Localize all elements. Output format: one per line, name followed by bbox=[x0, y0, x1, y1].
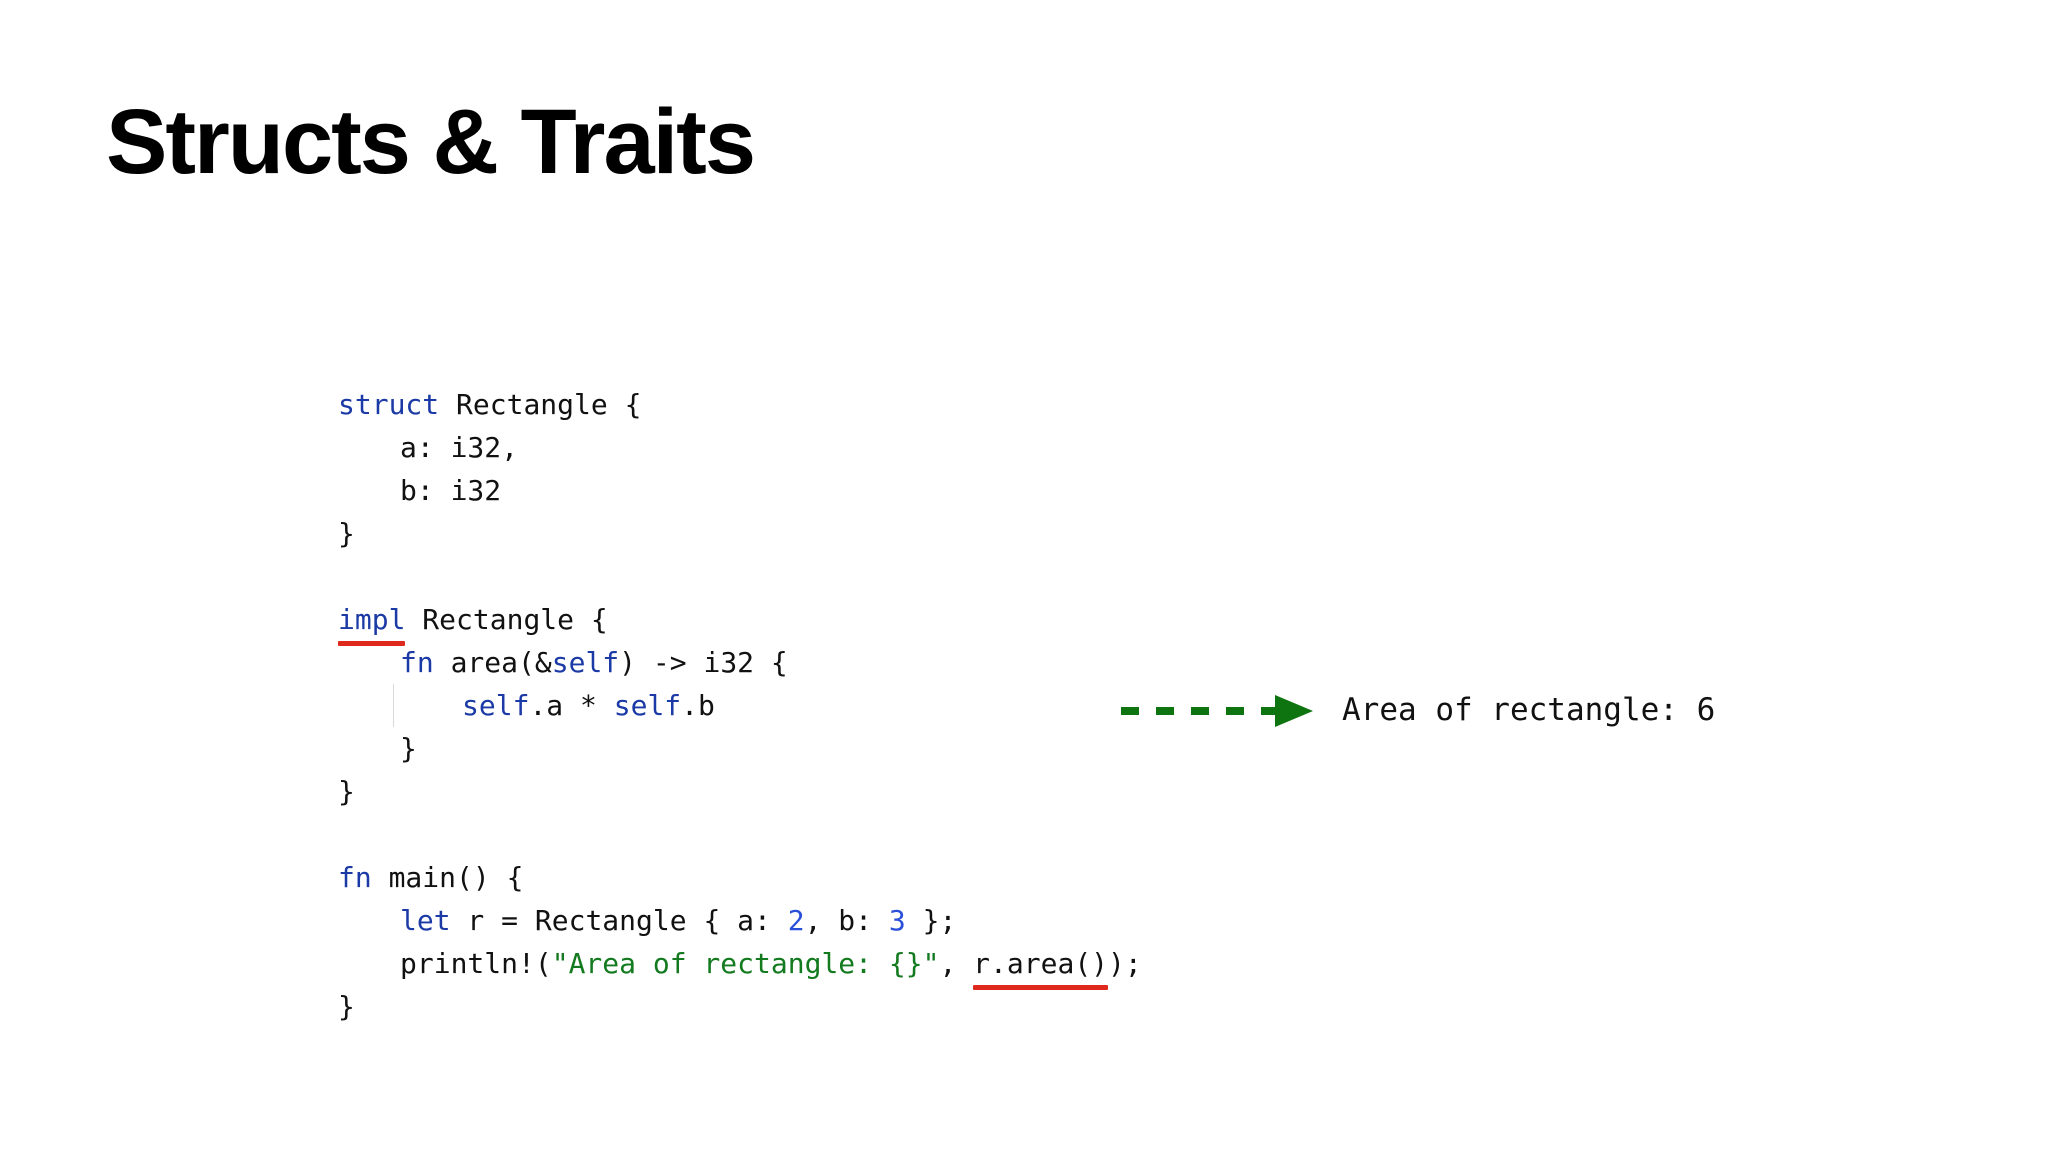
code-text: } bbox=[338, 517, 355, 550]
code-text: Rectangle { bbox=[439, 388, 642, 421]
code-text: .a * bbox=[529, 689, 614, 722]
code-line-fn-main: fn main() { bbox=[338, 856, 1158, 899]
string-literal: "Area of rectangle: {}" bbox=[551, 947, 940, 980]
code-text: } bbox=[338, 990, 355, 1023]
dashed-arrow-icon bbox=[1121, 695, 1313, 727]
code-line-main-close: } bbox=[338, 985, 1158, 1028]
code-text: } bbox=[400, 732, 417, 765]
code-line-field-a: a: i32, bbox=[338, 426, 1158, 469]
program-output: Area of rectangle: 6 bbox=[1342, 692, 1716, 728]
indent-guide bbox=[393, 684, 394, 727]
keyword-impl-highlighted: impl bbox=[338, 598, 406, 646]
keyword-self: self bbox=[551, 646, 620, 679]
code-text: ); bbox=[1108, 947, 1142, 980]
code-text: b: i32 bbox=[400, 474, 502, 507]
code-text: , bbox=[939, 947, 974, 980]
keyword-struct: struct bbox=[338, 388, 440, 421]
code-text: println!( bbox=[400, 947, 552, 980]
code-text: }; bbox=[905, 904, 957, 937]
code-block: struct Rectangle { a: i32, b: i32 } impl… bbox=[338, 383, 1158, 1028]
code-line-fn-area: fn area(&self) -> i32 { bbox=[338, 641, 1158, 684]
code-text: ) -> i32 { bbox=[619, 646, 788, 679]
code-line-struct: struct Rectangle { bbox=[338, 383, 1158, 426]
code-line-blank bbox=[338, 813, 1158, 856]
code-text: a: i32, bbox=[400, 431, 519, 464]
code-line-let: let r = Rectangle { a: 2, b: 3 }; bbox=[338, 899, 1158, 942]
code-line-struct-close: } bbox=[338, 512, 1158, 555]
code-line-impl: impl Rectangle { bbox=[338, 598, 1158, 646]
code-text: .b bbox=[681, 689, 715, 722]
code-text: } bbox=[338, 775, 355, 808]
code-text: , b: bbox=[804, 904, 889, 937]
code-line-body: self.a * self.b bbox=[338, 684, 1158, 727]
keyword-self: self bbox=[462, 689, 530, 722]
number-literal: 3 bbox=[888, 904, 906, 937]
code-line-impl-close: } bbox=[338, 770, 1158, 813]
code-text: area(& bbox=[433, 646, 552, 679]
number-literal: 2 bbox=[787, 904, 805, 937]
code-text: r = Rectangle { a: bbox=[450, 904, 788, 937]
code-text: main() { bbox=[371, 861, 524, 894]
keyword-fn: fn bbox=[338, 861, 372, 894]
code-line-println: println!("Area of rectangle: {}", r.area… bbox=[338, 942, 1158, 990]
code-text: Rectangle { bbox=[405, 603, 608, 636]
keyword-fn: fn bbox=[400, 646, 434, 679]
code-line-blank bbox=[338, 555, 1158, 598]
keyword-let: let bbox=[400, 904, 451, 937]
code-line-fn-close: } bbox=[338, 727, 1158, 770]
method-call-highlighted: r.area() bbox=[973, 942, 1108, 990]
slide-title: Structs & Traits bbox=[106, 91, 756, 193]
code-line-field-b: b: i32 bbox=[338, 469, 1158, 512]
keyword-self: self bbox=[613, 689, 682, 722]
